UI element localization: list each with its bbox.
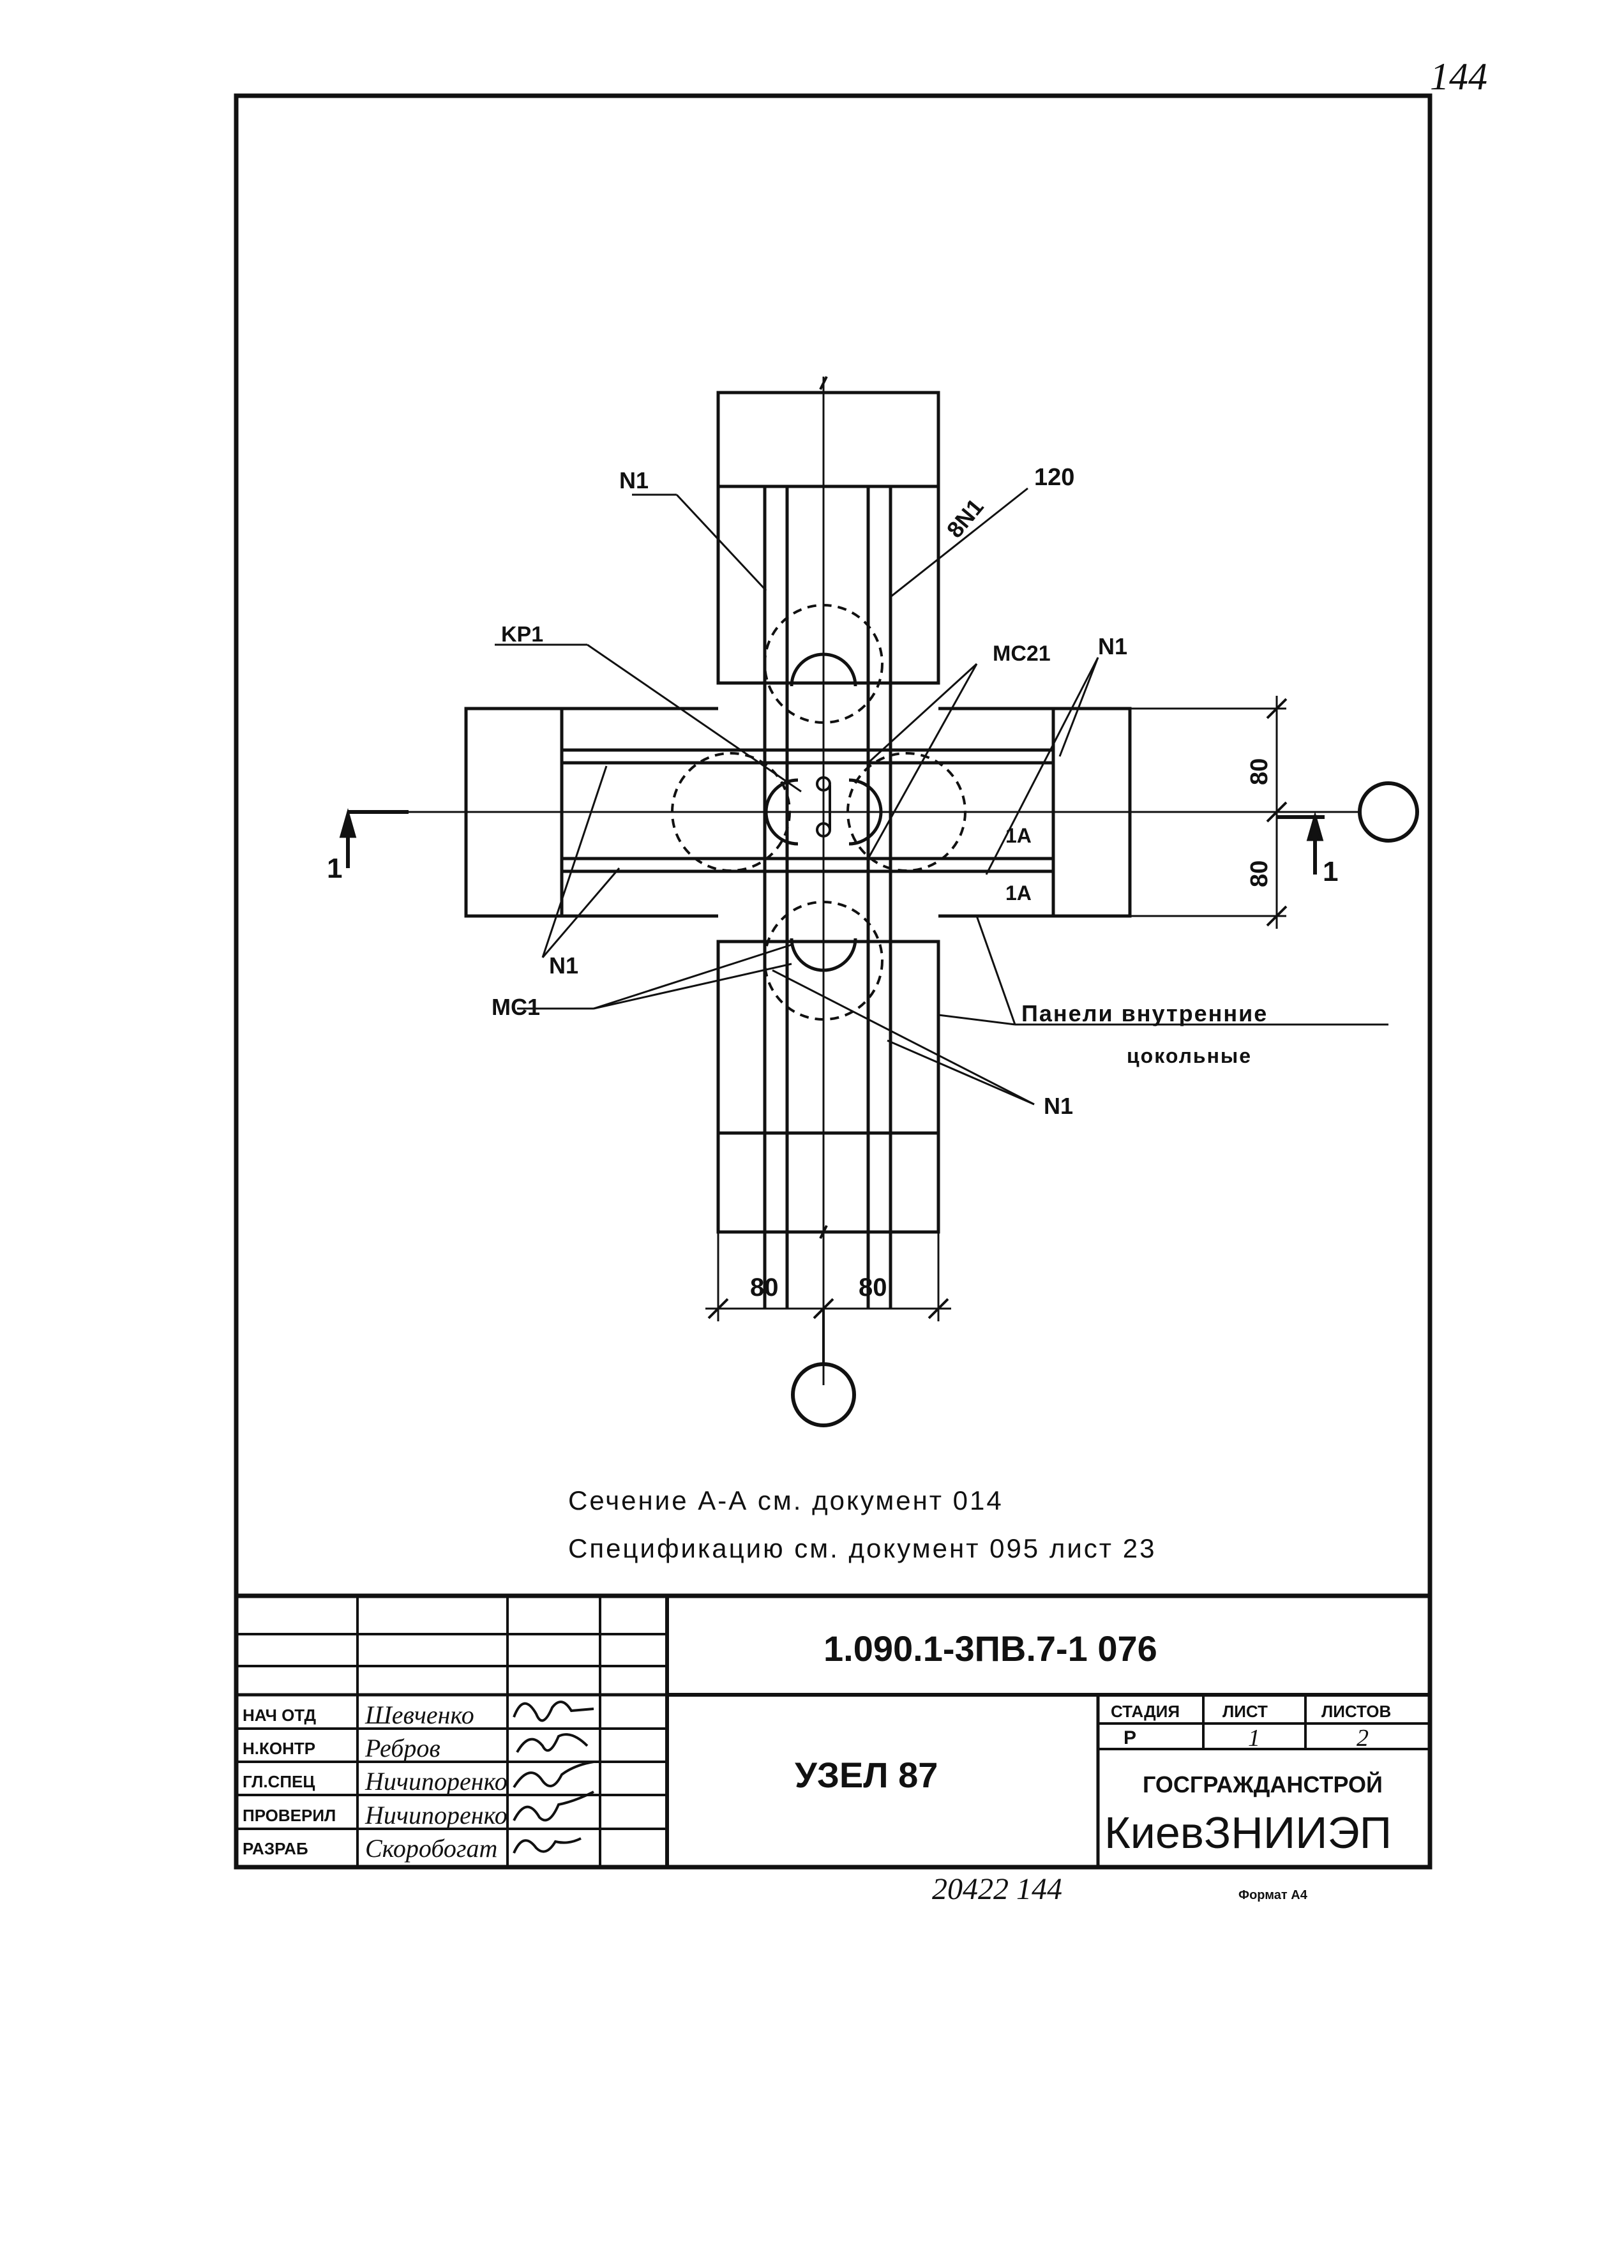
drawing-frame [234,93,1432,1870]
label-1a-upper: 1A [1005,824,1032,847]
label-n1-top-right: N1 [1098,633,1127,659]
org-line-1: ГОСГРАЖДАНСТРОЙ [1143,1771,1383,1798]
label-n1-bottom: N1 [1044,1093,1073,1119]
sheets-value: 2 [1357,1725,1369,1752]
sheet-header: ЛИСТ [1222,1702,1268,1721]
person-name: Ничипоренко [365,1801,508,1829]
signature-mark [513,1791,594,1822]
joint-drawing [339,376,1419,1427]
role-label: ПРОВЕРИЛ [243,1806,336,1825]
sheets-header: ЛИСТОВ [1321,1702,1391,1721]
signature-mark [516,1733,589,1754]
section-mark-left: 1 [327,853,342,884]
person-name: Ничипоренко [365,1767,508,1796]
label-kp1: KP1 [501,622,543,647]
dim-right-lower: 80 [1246,860,1273,887]
label-panels-line2: цокольные [1127,1044,1252,1067]
role-label: НАЧ ОТД [243,1706,317,1725]
label-8n1: 8N1 [942,493,989,543]
label-n1-top-left: N1 [619,467,649,493]
dim-right-upper: 80 [1246,758,1273,785]
role-label: Н.КОНТР [243,1739,315,1758]
person-name: Ребров [365,1734,440,1762]
person-name: Шевченко [365,1701,474,1729]
stage-value: Р [1124,1727,1136,1748]
title-block [234,1593,1432,1870]
signature-mark [513,1761,594,1789]
dim-bottom-right: 80 [859,1273,887,1302]
signature-rows: НАЧ ОТД Шевченко Н.КОНТР Ребров ГЛ.СПЕЦ … [243,1701,508,1863]
org-line-2: КиевЗНИИЭП [1104,1808,1392,1858]
role-label: РАЗРАБ [243,1839,308,1858]
label-mc21: MC21 [993,642,1051,666]
label-120: 120 [1034,464,1074,491]
label-panels-line1: Панели внутренние [1021,1000,1268,1026]
label-1a-lower: 1A [1005,882,1032,905]
note-section: Сечение А-А см. документ 014 [568,1485,1004,1515]
inventory-number: 20422 144 [932,1872,1062,1906]
label-mc1: MC1 [492,994,540,1020]
signatures [513,1701,594,1854]
signature-mark [513,1837,582,1854]
sheet-value: 1 [1248,1725,1260,1752]
label-n1-left: N1 [549,952,578,979]
stage-header: СТАДИЯ [1111,1702,1180,1721]
format-label: Формат А4 [1238,1888,1308,1902]
section-mark-right: 1 [1323,856,1338,887]
role-label: ГЛ.СПЕЦ [243,1772,315,1791]
person-name: Скоробогат [365,1834,497,1863]
designation: 1.090.1-3ПВ.7-1 076 [823,1628,1157,1669]
signature-mark [513,1701,594,1722]
dim-bottom-left: 80 [750,1273,779,1302]
page-number: 144 [1430,56,1487,98]
note-spec: Спецификацию см. документ 095 лист 23 [568,1533,1156,1563]
drawing-title: УЗЕЛ 87 [795,1755,938,1795]
